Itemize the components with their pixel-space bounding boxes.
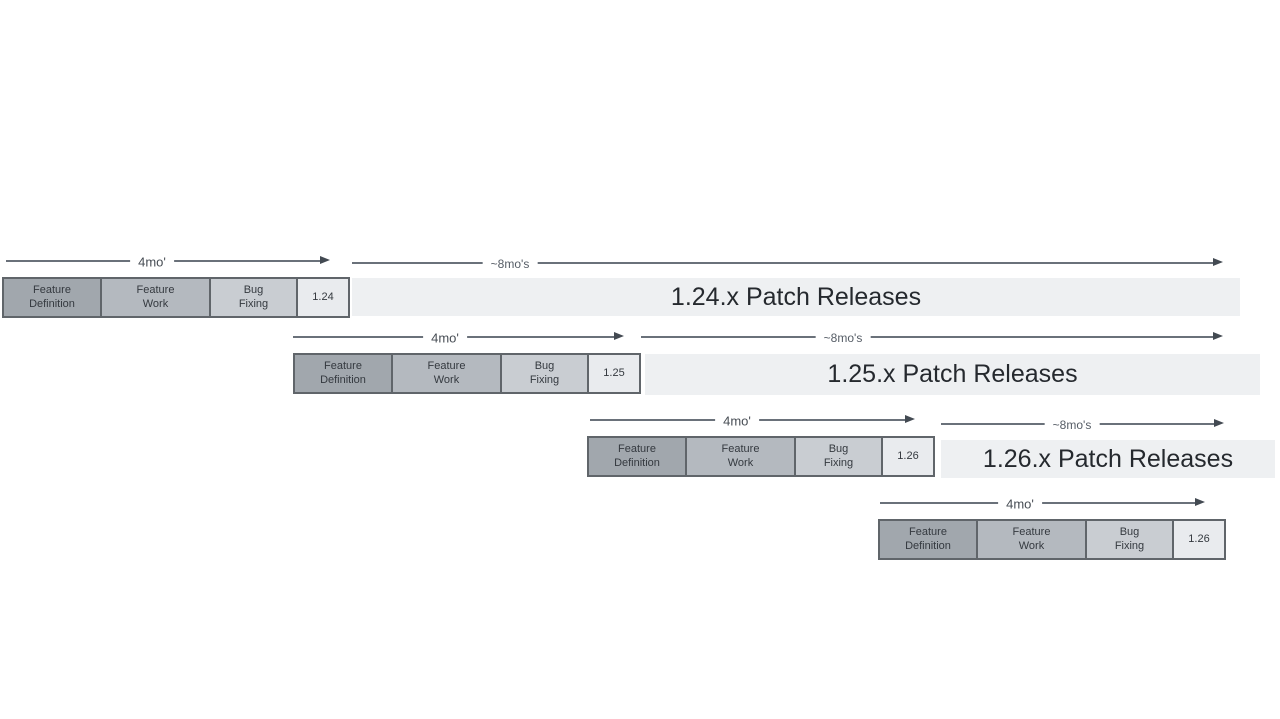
phase-label: Feature Definition xyxy=(320,359,366,386)
version-label: 1.25 xyxy=(603,366,625,379)
release-cycle-row-1.26: Feature Definition Feature Work Bug Fixi… xyxy=(587,436,935,477)
phase-box-bug-fixing: Bug Fixing xyxy=(794,436,883,477)
arrow-line xyxy=(352,262,1214,264)
phase-label: Feature Definition xyxy=(614,442,660,469)
release-cycle-row-1.24: Feature Definition Feature Work Bug Fixi… xyxy=(2,277,350,318)
phase-box-feature-definition: Feature Definition xyxy=(2,277,102,318)
patch-releases-bar-1.25: 1.25.x Patch Releases xyxy=(645,354,1260,395)
version-label: 1.26 xyxy=(1188,532,1210,545)
patch-duration-label: ~8mo's xyxy=(1044,418,1100,432)
patch-duration-label: ~8mo's xyxy=(815,331,871,345)
patch-releases-label: 1.24.x Patch Releases xyxy=(670,282,922,311)
version-box: 1.26 xyxy=(1172,519,1226,560)
phase-label: Feature Work xyxy=(427,359,466,386)
patch-duration-label: ~8mo's xyxy=(482,257,538,271)
phase-label: Feature Work xyxy=(136,283,175,310)
arrowhead-icon xyxy=(905,415,915,423)
phase-box-feature-work: Feature Work xyxy=(100,277,211,318)
arrowhead-icon xyxy=(1195,498,1205,506)
phase-label: Feature Definition xyxy=(29,283,75,310)
patch-releases-bar-1.24: 1.24.x Patch Releases xyxy=(352,278,1240,316)
phase-label: Feature Definition xyxy=(905,525,951,552)
phase-label: Feature Work xyxy=(721,442,760,469)
dev-duration-label: 4mo' xyxy=(130,254,174,270)
arrow-line xyxy=(641,336,1214,338)
phase-label: Bug Fixing xyxy=(1114,525,1145,552)
phase-box-bug-fixing: Bug Fixing xyxy=(209,277,298,318)
phase-box-feature-work: Feature Work xyxy=(685,436,796,477)
phase-label: Bug Fixing xyxy=(238,283,269,310)
arrowhead-icon xyxy=(1214,419,1224,427)
phase-box-feature-work: Feature Work xyxy=(976,519,1087,560)
phase-label: Feature Work xyxy=(1012,525,1051,552)
phase-box-feature-definition: Feature Definition xyxy=(878,519,978,560)
dev-duration-label: 4mo' xyxy=(998,496,1042,512)
dev-duration-label: 4mo' xyxy=(715,413,759,429)
patch-releases-label: 1.26.x Patch Releases xyxy=(982,444,1234,473)
dev-duration-label: 4mo' xyxy=(423,330,467,346)
patch-releases-bar-1.26: 1.26.x Patch Releases xyxy=(941,440,1275,478)
phase-label: Bug Fixing xyxy=(529,359,560,386)
phase-box-bug-fixing: Bug Fixing xyxy=(1085,519,1174,560)
phase-label: Bug Fixing xyxy=(823,442,854,469)
patch-releases-label: 1.25.x Patch Releases xyxy=(827,360,1078,388)
version-box: 1.26 xyxy=(881,436,935,477)
arrowhead-icon xyxy=(1213,258,1223,266)
release-cycle-row-next: Feature Definition Feature Work Bug Fixi… xyxy=(878,519,1226,560)
release-cycle-row-1.25: Feature Definition Feature Work Bug Fixi… xyxy=(293,353,641,394)
version-box: 1.24 xyxy=(296,277,350,318)
arrowhead-icon xyxy=(614,332,624,340)
phase-box-feature-work: Feature Work xyxy=(391,353,502,394)
phase-box-feature-definition: Feature Definition xyxy=(293,353,393,394)
arrowhead-icon xyxy=(1213,332,1223,340)
arrowhead-icon xyxy=(320,256,330,264)
version-box: 1.25 xyxy=(587,353,641,394)
version-label: 1.26 xyxy=(897,449,919,462)
phase-box-bug-fixing: Bug Fixing xyxy=(500,353,589,394)
phase-box-feature-definition: Feature Definition xyxy=(587,436,687,477)
version-label: 1.24 xyxy=(312,290,334,303)
